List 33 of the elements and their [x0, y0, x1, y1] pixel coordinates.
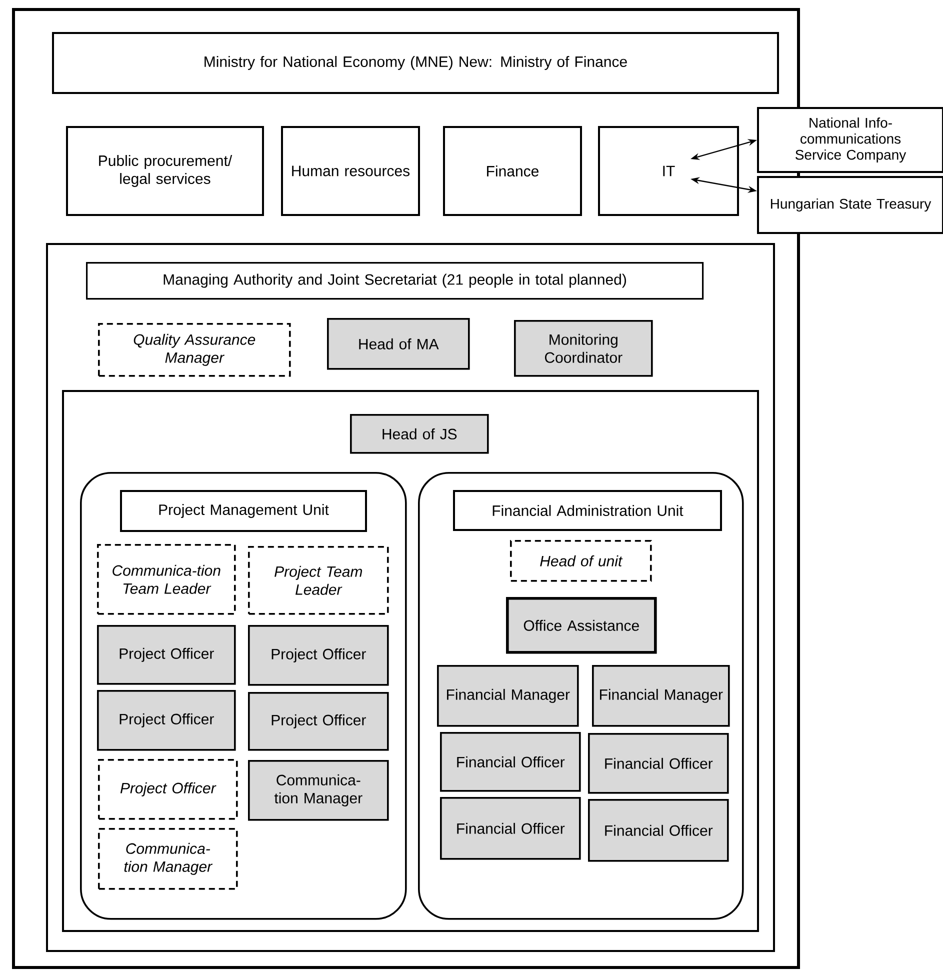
dashed-position-box: Head of unit	[510, 540, 652, 582]
dashed-position-box: Quality Assurance Manager	[98, 323, 291, 377]
position-box: Project Officer	[248, 625, 389, 686]
dashed-position-box: Project Officer	[98, 759, 238, 820]
org-box: Hungarian State Treasury	[757, 176, 943, 234]
position-box: Project Officer	[248, 692, 389, 751]
org-box: IT	[598, 126, 739, 216]
dashed-position-box: Communica-tion Manager	[98, 828, 238, 890]
title-box: Project Management Unit	[120, 490, 367, 532]
title-box: Managing Authority and Joint Secretariat (21 people in total planned)	[86, 262, 704, 300]
position-box: Financial Officer	[588, 799, 729, 862]
org-box: Public procurement/ legal services	[66, 126, 264, 216]
title-box: Financial Administration Unit	[453, 490, 722, 531]
position-box: Financial Officer	[588, 733, 729, 794]
position-box: Communica-tion Manager	[248, 760, 389, 821]
position-box: Financial Manager	[592, 665, 730, 727]
org-box: Finance	[443, 126, 582, 216]
org-box: Human resources	[281, 126, 420, 216]
dashed-position-box: Project Team Leader	[248, 546, 389, 615]
org-box: National Info-communications Service Company	[757, 107, 943, 173]
position-box: Office Assistance	[506, 597, 657, 654]
position-box: Financial Officer	[440, 797, 581, 860]
unit-panel	[418, 472, 744, 920]
position-box: Financial Manager	[437, 665, 579, 727]
position-box: Monitoring Coordinator	[514, 320, 653, 377]
position-box: Head of JS	[350, 414, 489, 454]
dashed-position-box: Communica-tion Team Leader	[97, 544, 236, 615]
org-box: Ministry for National Economy (MNE) New: Ministry of Finance	[52, 32, 779, 94]
position-box: Head of MA	[327, 318, 470, 370]
unit-panel	[80, 472, 407, 920]
position-box: Project Officer	[97, 690, 236, 751]
position-box: Project Officer	[97, 625, 236, 685]
position-box: Financial Officer	[440, 732, 581, 792]
